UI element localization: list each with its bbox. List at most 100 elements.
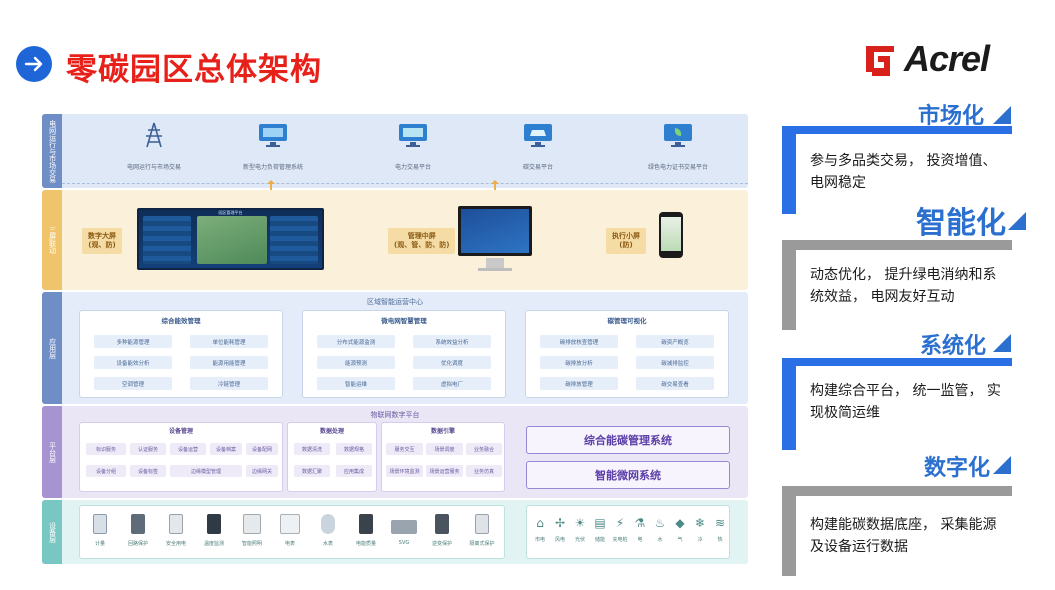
panel-item: 空调管理 bbox=[94, 377, 172, 390]
arrow-right-icon bbox=[16, 46, 52, 82]
safety-device-icon bbox=[169, 514, 183, 534]
mid-screen-tag: 管理中屏 (观、管、防、防) bbox=[388, 228, 456, 255]
energy-label: 储能 bbox=[594, 537, 605, 543]
power-trading-node: 电力交易平台 bbox=[353, 122, 473, 171]
box-title: 数据引擎 bbox=[430, 428, 455, 435]
layer-title: 区域智能运营中心 bbox=[367, 298, 423, 306]
energy-icon: ⚡ bbox=[615, 516, 625, 530]
energy-item: ≋热 bbox=[711, 516, 729, 543]
feature-title-system: 系统化 bbox=[920, 334, 987, 359]
meter-icon bbox=[93, 514, 107, 534]
monitor-icon bbox=[664, 124, 692, 147]
tag-title: 管理中屏 bbox=[407, 232, 436, 240]
device-item: 计量 bbox=[82, 514, 118, 547]
card-side-bar bbox=[782, 240, 796, 330]
electric-meter-icon bbox=[280, 514, 300, 534]
carbon-trading-node: 碳交易平台 bbox=[478, 122, 598, 171]
energy-item: ⚡ 充电桩 bbox=[611, 516, 629, 543]
breaker-icon bbox=[131, 514, 145, 534]
box-item: 设备分组 bbox=[86, 465, 126, 477]
panel-item: 碳资产概览 bbox=[636, 335, 714, 348]
corner-triangle-icon bbox=[993, 334, 1011, 352]
panel-item: 单位能耗管理 bbox=[190, 335, 268, 348]
box-item: 认证服务 bbox=[130, 443, 166, 455]
card-side-bar bbox=[782, 366, 796, 450]
data-engine-box: 数据引擎 服务交互 场景调度 业务融合 场景环境监测 场景运营服务 业务仿真 bbox=[381, 422, 505, 492]
feature-card-digital: 构建能碳数据底座， 采集能源及设备运行数据 bbox=[782, 486, 1012, 576]
energy-item: ♨水 bbox=[651, 516, 669, 543]
feature-title-market: 市场化 bbox=[918, 104, 985, 129]
panel-item: 碳交易查看 bbox=[636, 377, 714, 390]
feature-title-digital: 数字化 bbox=[924, 456, 991, 481]
device-label: 逆变保护 bbox=[431, 541, 452, 547]
panel-item: 设备能效分析 bbox=[94, 356, 172, 369]
layer-title: 物联网数字平台 bbox=[370, 411, 420, 419]
panel-item: 虚拟电厂 bbox=[413, 377, 491, 390]
box-item: 标识服务 bbox=[86, 443, 126, 455]
box-title: 设备管理 bbox=[168, 428, 193, 435]
device-item: 电表 bbox=[272, 514, 308, 547]
monitor-icon bbox=[524, 124, 552, 147]
panel-item: 系统效益分析 bbox=[413, 335, 491, 348]
dashed-divider bbox=[62, 183, 748, 184]
panel-item: 分布式能源监测 bbox=[317, 335, 395, 348]
big-screen-image: 园区管理平台 bbox=[137, 208, 324, 270]
corner-triangle-icon bbox=[993, 106, 1011, 124]
energy-label: 电 bbox=[637, 537, 643, 543]
feature-desc: 参与多品类交易， 投资增值、电网稳定 bbox=[810, 153, 997, 191]
grid-market-layer: 电网运行与市场交易 电网运行与市场交易 新型电力负荷管理系统 电力交易平台 碳交… bbox=[42, 114, 748, 188]
three-screen-layer: 三屏联动 数字大屏 (观、防) 园区管理平台 管理中屏 (观、管、防、防) 执行… bbox=[42, 190, 748, 290]
energy-label: 市电 bbox=[534, 537, 545, 543]
panel-item: 碳排放管理 bbox=[540, 377, 618, 390]
energy-item: ⌂市电 bbox=[531, 516, 549, 543]
panel-title: 碳管理可视化 bbox=[607, 317, 647, 325]
device-label: 温度监测 bbox=[203, 541, 224, 547]
card-top-bar bbox=[782, 240, 1012, 250]
screen-map bbox=[197, 216, 267, 264]
box-item: 设备配网 bbox=[246, 443, 278, 455]
device-item: SVG bbox=[386, 514, 422, 546]
layer-label: 三屏联动 bbox=[42, 190, 62, 290]
box-item: 设备标签 bbox=[130, 465, 166, 477]
energy-label: 充电桩 bbox=[612, 537, 628, 543]
energy-item: ✢风电 bbox=[551, 516, 569, 543]
box-item: 边缘网关 bbox=[246, 465, 278, 477]
layer-label: 平台层 bbox=[42, 406, 62, 498]
device-item: 回路保护 bbox=[120, 514, 156, 547]
screen-title: 园区管理平台 bbox=[218, 210, 243, 215]
page-title: 零碳园区总体架构 bbox=[66, 52, 322, 88]
box-item: 数据规格 bbox=[336, 443, 372, 455]
card-side-bar bbox=[782, 134, 796, 214]
box-item: 业务融合 bbox=[466, 443, 502, 455]
energy-label: 气 bbox=[677, 537, 683, 543]
feature-desc: 构建能碳数据底座， 采集能源及设备运行数据 bbox=[810, 517, 997, 555]
device-label: 电表 bbox=[284, 541, 295, 547]
screen-panel bbox=[143, 216, 191, 264]
panel-title: 微电网智慧管理 bbox=[381, 317, 427, 325]
device-management-box: 设备管理 标识服务 认证服务 设备运营 设备档案 设备配网 设备分组 设备标签 … bbox=[79, 422, 283, 492]
node-label: 碳交易平台 bbox=[522, 164, 553, 171]
microgrid-system: 智能微网系统 bbox=[526, 461, 730, 489]
corner-triangle-icon bbox=[1008, 212, 1026, 230]
energy-label: 风电 bbox=[554, 537, 565, 543]
application-layer: 应用层 区域智能运营中心 综合能效管理 多种能源管理 单位能耗管理 设备能效分析… bbox=[42, 292, 748, 404]
architecture-diagram: 电网运行与市场交易 电网运行与市场交易 新型电力负荷管理系统 电力交易平台 碳交… bbox=[42, 114, 748, 564]
small-screen-tag: 执行小屏 (防) bbox=[606, 228, 646, 255]
big-screen-tag: 数字大屏 (观、防) bbox=[82, 228, 122, 255]
inverter-protection-icon bbox=[435, 514, 449, 534]
temperature-device-icon bbox=[207, 514, 221, 534]
acrel-logo: Acrel bbox=[864, 38, 1014, 82]
device-item: 水表 bbox=[310, 514, 346, 547]
grid-market-node: 电网运行与市场交易 bbox=[94, 122, 214, 171]
energy-efficiency-panel: 综合能效管理 多种能源管理 单位能耗管理 设备能效分析 能源用能管理 空调管理 … bbox=[79, 310, 283, 398]
water-meter-icon bbox=[321, 514, 335, 534]
energy-item: ▤ 储能 bbox=[591, 516, 609, 543]
energy-label: 热 bbox=[717, 537, 723, 543]
feature-desc: 构建综合平台， 统一监管， 实现极简运维 bbox=[810, 383, 1001, 421]
device-item: 智能照明 bbox=[234, 514, 270, 547]
corner-triangle-icon bbox=[993, 456, 1011, 474]
panel-item: 能源预测 bbox=[317, 356, 395, 369]
energy-icon: ▤ bbox=[594, 516, 606, 530]
node-label: 电力交易平台 bbox=[394, 164, 431, 171]
device-label: SVG bbox=[398, 540, 410, 546]
